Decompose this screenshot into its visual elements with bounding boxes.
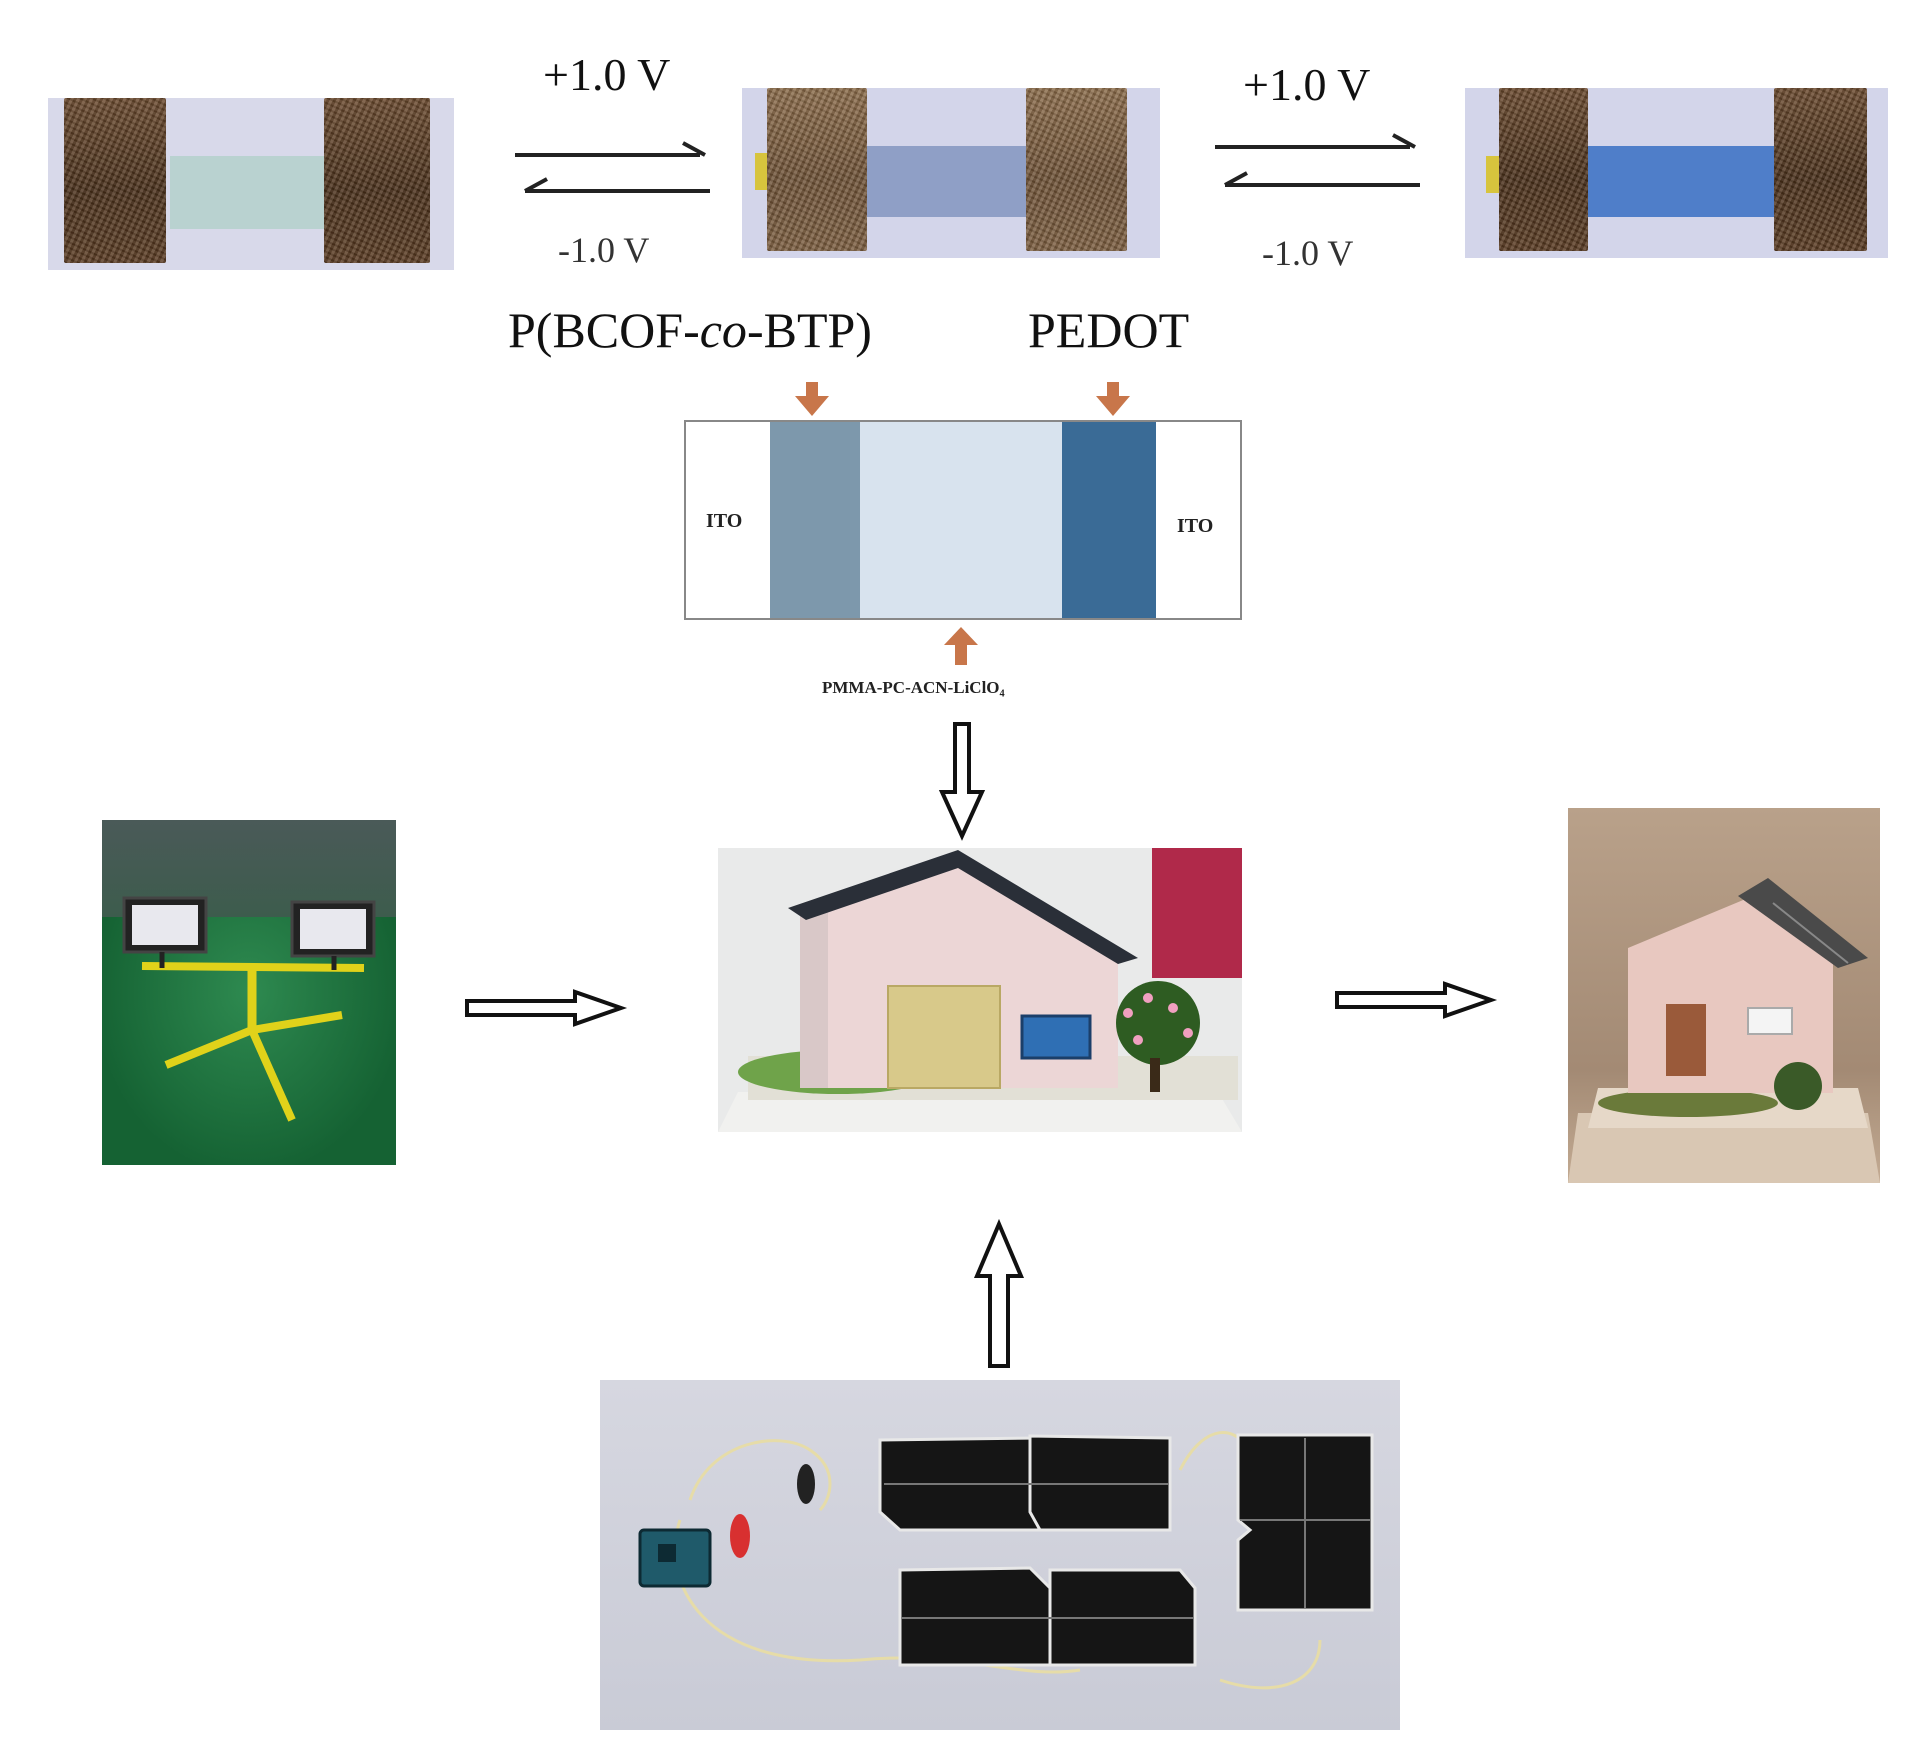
hollow-arrow-icon [973,1218,1025,1368]
ito-layer-right [1156,422,1240,618]
pointer-arrow-icon [944,627,978,665]
model-house-photo [718,848,1242,1132]
reverse-voltage-label: -1.0 V [1262,233,1354,273]
ito-label-right: ITO [1177,515,1214,537]
electrolyte-layer [860,422,1062,618]
reverse-voltage-label: -1.0 V [558,230,650,270]
solar-panel-photo [600,1380,1400,1730]
hollow-arrow-icon [465,989,628,1027]
copolymer-layer [770,422,860,618]
pedot-layer [1062,422,1156,618]
flood-lamp-photo [102,820,396,1165]
equilibrium-arrows-icon [515,141,710,193]
ecd-cell-photo-bleached [48,98,454,270]
ito-label-left: ITO [706,510,743,532]
ecd-cell-photo-colored [1465,88,1888,258]
electrolyte-label: PMMA-PC-ACN-LiClO₄ [822,678,1005,697]
model-house-side-photo [1568,808,1880,1183]
hollow-arrow-icon [1335,981,1498,1019]
forward-voltage-label: +1.0 V [1243,59,1371,110]
forward-voltage-label: +1.0 V [543,49,671,100]
pointer-arrow-icon [795,382,829,416]
ito-layer-left [686,422,770,618]
material-label-copolymer: P(BCOF-co-BTP) [508,302,872,358]
device-schematic: ITO ITO [684,420,1242,620]
hollow-arrow-icon [938,722,986,841]
ecd-cell-photo-intermediate [742,88,1160,258]
pointer-arrow-icon [1096,382,1130,416]
equilibrium-arrows-icon [1215,133,1420,187]
material-label-pedot: PEDOT [1028,302,1190,358]
